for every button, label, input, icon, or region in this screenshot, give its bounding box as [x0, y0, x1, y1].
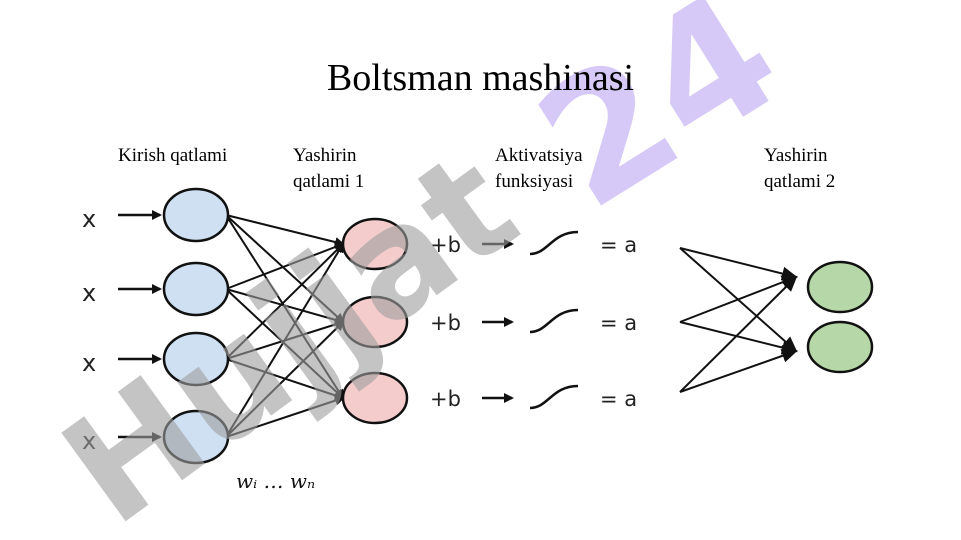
edge-in3-h0 — [225, 242, 345, 438]
hidden2-nodes — [806, 260, 874, 374]
activation-label: Aktivatsiya funksiyasi — [495, 143, 583, 195]
hidden-layer-1-label-line2: qatlami 1 — [293, 171, 365, 192]
input-node-1 — [162, 261, 230, 317]
output-label-1: = a — [600, 311, 637, 335]
hidden-layer-1-label: Yashirin qatlami 1 — [293, 143, 364, 195]
input-node-0 — [162, 187, 230, 243]
edge-in1-h2 — [225, 288, 345, 400]
sigmoid-curve-1 — [529, 308, 579, 334]
input-arrows: x x x x — [82, 205, 162, 455]
edge-in0-h0 — [225, 214, 345, 247]
input-symbol-2: x — [82, 349, 96, 377]
activation-label-line1: Aktivatsiya — [495, 145, 583, 166]
edges-to-hidden2 — [679, 247, 798, 393]
edge-s1-h21 — [679, 321, 798, 355]
edge-in1-h1 — [225, 288, 345, 325]
edge-in3-h2 — [225, 395, 345, 438]
activation-rows: +b = a +b = a +b = a — [430, 230, 637, 411]
watermark-text-a: 24 — [506, 0, 812, 247]
edge-in0-h1 — [225, 214, 345, 324]
input-symbol-0: x — [82, 205, 96, 233]
hidden2-node-0 — [806, 260, 874, 314]
sigmoid-curve-0 — [529, 230, 579, 256]
output-label-0: = a — [600, 233, 637, 257]
edge-s2-h20 — [679, 275, 798, 393]
weights-label: wᵢ … wₙ — [236, 469, 315, 493]
activation-label-line2: funksiyasi — [495, 171, 574, 192]
output-label-2: = a — [600, 387, 637, 411]
edges-input-hidden1 — [225, 214, 345, 438]
edge-in2-h0 — [225, 242, 345, 360]
hidden1-nodes — [341, 217, 409, 425]
hidden-layer-1-label-line1: Yashirin — [293, 145, 357, 166]
input-node-2 — [162, 331, 230, 387]
input-layer-label: Kirish qatlami — [118, 143, 227, 169]
hidden1-node-0 — [341, 217, 409, 271]
edge-in1-h0 — [225, 242, 345, 290]
edge-s0-h20 — [679, 247, 798, 281]
edge-s2-h21 — [679, 349, 798, 393]
input-node-3 — [162, 409, 230, 465]
input-layer-label-text: Kirish qatlami — [118, 145, 228, 166]
input-nodes — [162, 187, 230, 465]
page-title: Boltsman mashinasi — [326, 57, 635, 99]
hidden-layer-2-label: Yashirin qatlami 2 — [764, 143, 835, 195]
hidden2-node-1 — [806, 320, 874, 374]
bias-label-1: +b — [430, 311, 461, 335]
bias-label-2: +b — [430, 387, 461, 411]
hidden1-node-2 — [341, 371, 409, 425]
sigmoid-curve-2 — [529, 384, 579, 410]
edge-s1-h20 — [679, 275, 798, 323]
input-symbol-3: x — [82, 427, 96, 455]
edge-in3-h1 — [225, 320, 345, 438]
bias-label-0: +b — [430, 233, 461, 257]
hidden-layer-2-label-line1: Yashirin — [764, 145, 828, 166]
input-symbol-1: x — [82, 279, 96, 307]
hidden1-node-1 — [341, 295, 409, 349]
hidden-layer-2-label-line2: qatlami 2 — [764, 171, 836, 192]
